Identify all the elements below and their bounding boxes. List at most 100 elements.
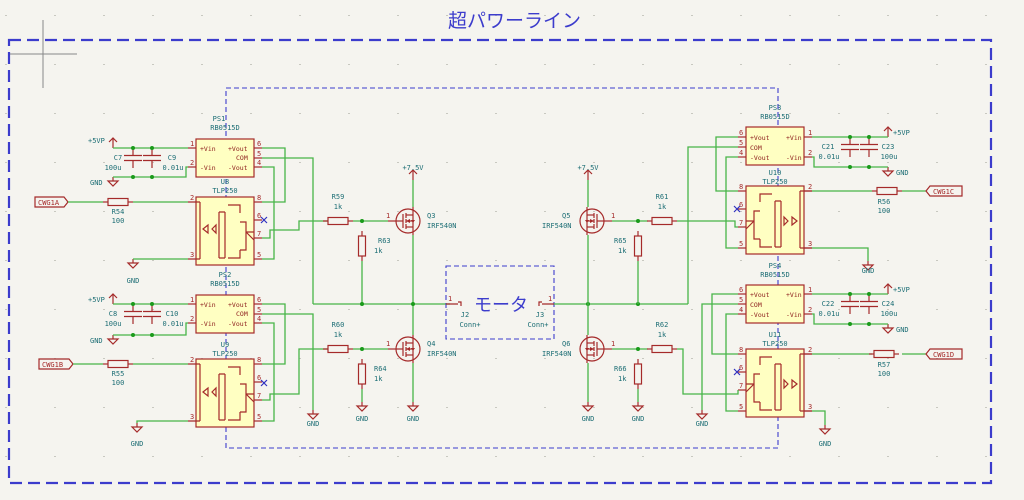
ps1-module[interactable]: PS1 RB0515D +Vin -Vin +Vout COM -Vout 1 … bbox=[188, 115, 262, 178]
grid-dot bbox=[250, 456, 252, 457]
u9-optocoupler[interactable]: U9 TLP250 2 3 8 6 7 5 bbox=[188, 341, 262, 428]
svg-text:8: 8 bbox=[739, 346, 743, 354]
ps2-module[interactable]: PS2 RB0515D +Vin -Vin +Vout COM -Vout 1 … bbox=[188, 271, 262, 334]
grid-dot bbox=[103, 456, 105, 457]
grid-dot bbox=[446, 211, 448, 212]
r56-resistor[interactable]: R56 100 bbox=[871, 186, 903, 216]
r59-resistor[interactable]: R59 1k bbox=[322, 193, 354, 226]
grid-dot bbox=[299, 113, 301, 114]
svg-text:1k: 1k bbox=[334, 331, 343, 339]
svg-text:0.01u: 0.01u bbox=[162, 164, 183, 172]
grid-dot bbox=[593, 260, 595, 261]
grid-dot bbox=[495, 211, 497, 212]
grid-dot bbox=[201, 64, 203, 65]
svg-text:+Vout: +Vout bbox=[750, 134, 770, 142]
crosshair-cursor-icon bbox=[8, 20, 77, 88]
r54-resistor[interactable]: R54 100 bbox=[102, 197, 134, 226]
u8-optocoupler[interactable]: U8 TLP250 2 3 8 6 7 5 bbox=[188, 178, 262, 266]
svg-text:IRF540N: IRF540N bbox=[542, 350, 572, 358]
c23-capacitor[interactable]: C23 100u bbox=[859, 136, 897, 161]
grid-dot bbox=[397, 309, 399, 310]
grid-dot bbox=[348, 15, 350, 16]
c7-capacitor[interactable]: C7 100u bbox=[105, 147, 143, 172]
r65-resistor[interactable]: R65 1k bbox=[614, 230, 643, 262]
u10-optocoupler[interactable]: U10 TLP250 8 6 7 5 2 3 bbox=[738, 169, 812, 255]
grid-dot bbox=[299, 309, 301, 310]
gnd-symbol: GND bbox=[90, 334, 119, 345]
r63-resistor[interactable]: R63 1k bbox=[357, 230, 391, 262]
grid-dot bbox=[348, 113, 350, 114]
c10-capacitor[interactable]: C10 0.01u bbox=[142, 303, 184, 328]
svg-text:5: 5 bbox=[257, 306, 261, 314]
grid-dot bbox=[887, 358, 889, 359]
r66-resistor[interactable]: R66 1k bbox=[614, 358, 643, 390]
svg-text:R57: R57 bbox=[878, 361, 891, 369]
svg-text:PS4: PS4 bbox=[769, 262, 782, 270]
global-label-cwg1d[interactable]: CWG1D bbox=[925, 348, 963, 360]
q6-mosfet[interactable]: 1 Q6 IRF540N bbox=[542, 334, 615, 364]
q4-mosfet[interactable]: 1 Q4 IRF540N bbox=[386, 334, 457, 364]
svg-text:1k: 1k bbox=[374, 375, 383, 383]
gnd-symbol: GND bbox=[632, 401, 644, 423]
grid-dot bbox=[103, 309, 105, 310]
j2-connector[interactable]: 1 J2 Conn+ bbox=[446, 295, 481, 329]
svg-text:C21: C21 bbox=[822, 143, 835, 151]
svg-text:U11: U11 bbox=[769, 331, 782, 339]
grid-dot bbox=[152, 358, 154, 359]
svg-text:6: 6 bbox=[257, 212, 261, 220]
r60-resistor[interactable]: R60 1k bbox=[322, 321, 354, 354]
q5-mosfet[interactable]: 1 Q5 IRF540N bbox=[542, 206, 615, 236]
grid-dot bbox=[299, 162, 301, 163]
motor-block[interactable] bbox=[445, 265, 555, 340]
ps3-module[interactable]: PS3 RB0515D +Vout COM -Vout +Vin -Vin 6 … bbox=[738, 104, 812, 166]
grid-dot bbox=[152, 162, 154, 163]
svg-text:5: 5 bbox=[739, 296, 743, 304]
no-connect-icon bbox=[260, 379, 268, 387]
r57-resistor[interactable]: R57 100 bbox=[868, 349, 900, 379]
svg-text:+Vin: +Vin bbox=[786, 134, 802, 142]
svg-text:RB0515D: RB0515D bbox=[760, 271, 790, 279]
r64-resistor[interactable]: R64 1k bbox=[357, 358, 387, 390]
r61-resistor[interactable]: R61 1k bbox=[646, 193, 678, 226]
grid-dot bbox=[299, 211, 301, 212]
u11-optocoupler[interactable]: U11 TLP250 8 6 7 5 2 3 bbox=[738, 331, 812, 418]
global-label-cwg1b[interactable]: CWG1B bbox=[38, 358, 74, 370]
svg-text:-Vin: -Vin bbox=[786, 311, 802, 319]
grid-dot bbox=[691, 64, 693, 65]
c9-capacitor[interactable]: C9 0.01u bbox=[142, 147, 184, 172]
svg-text:R54: R54 bbox=[112, 208, 125, 216]
global-label-cwg1c[interactable]: CWG1C bbox=[925, 185, 963, 197]
r62-resistor[interactable]: R62 1k bbox=[646, 321, 678, 354]
ps4-module[interactable]: PS4 RB0515D +Vout COM -Vout +Vin -Vin 6 … bbox=[738, 262, 812, 324]
grid-dot bbox=[5, 260, 7, 261]
grid-dot bbox=[397, 64, 399, 65]
grid-dot bbox=[985, 64, 987, 65]
grid-dot bbox=[54, 211, 56, 212]
c8-capacitor[interactable]: C8 100u bbox=[105, 303, 143, 328]
grid-dot bbox=[250, 113, 252, 114]
grid-dot bbox=[936, 456, 938, 457]
c24-capacitor[interactable]: C24 100u bbox=[859, 293, 897, 318]
grid-dot bbox=[495, 260, 497, 261]
power-5vp-symbol: +5VP bbox=[88, 137, 118, 149]
r55-resistor[interactable]: R55 100 bbox=[102, 359, 134, 388]
svg-text:J3: J3 bbox=[536, 311, 544, 319]
grid-dot bbox=[887, 407, 889, 408]
svg-text:7: 7 bbox=[257, 392, 261, 400]
svg-text:1k: 1k bbox=[658, 331, 667, 339]
grid-dot bbox=[691, 358, 693, 359]
grid-dot bbox=[152, 113, 154, 114]
grid-dot bbox=[838, 211, 840, 212]
global-label-cwg1a[interactable]: CWG1A bbox=[34, 196, 69, 208]
svg-text:RB0515D: RB0515D bbox=[210, 280, 240, 288]
grid-dot bbox=[348, 64, 350, 65]
c21-capacitor[interactable]: C21 0.01u bbox=[818, 136, 860, 161]
j3-connector[interactable]: 1 J3 Conn+ bbox=[527, 295, 554, 329]
svg-text:+5VP: +5VP bbox=[893, 286, 910, 294]
grid-dot bbox=[5, 113, 7, 114]
grid-dot bbox=[54, 162, 56, 163]
c22-capacitor[interactable]: C22 0.01u bbox=[818, 293, 860, 318]
q3-mosfet[interactable]: 1 Q3 IRF540N bbox=[386, 206, 457, 236]
gnd-symbol: GND bbox=[407, 401, 419, 423]
